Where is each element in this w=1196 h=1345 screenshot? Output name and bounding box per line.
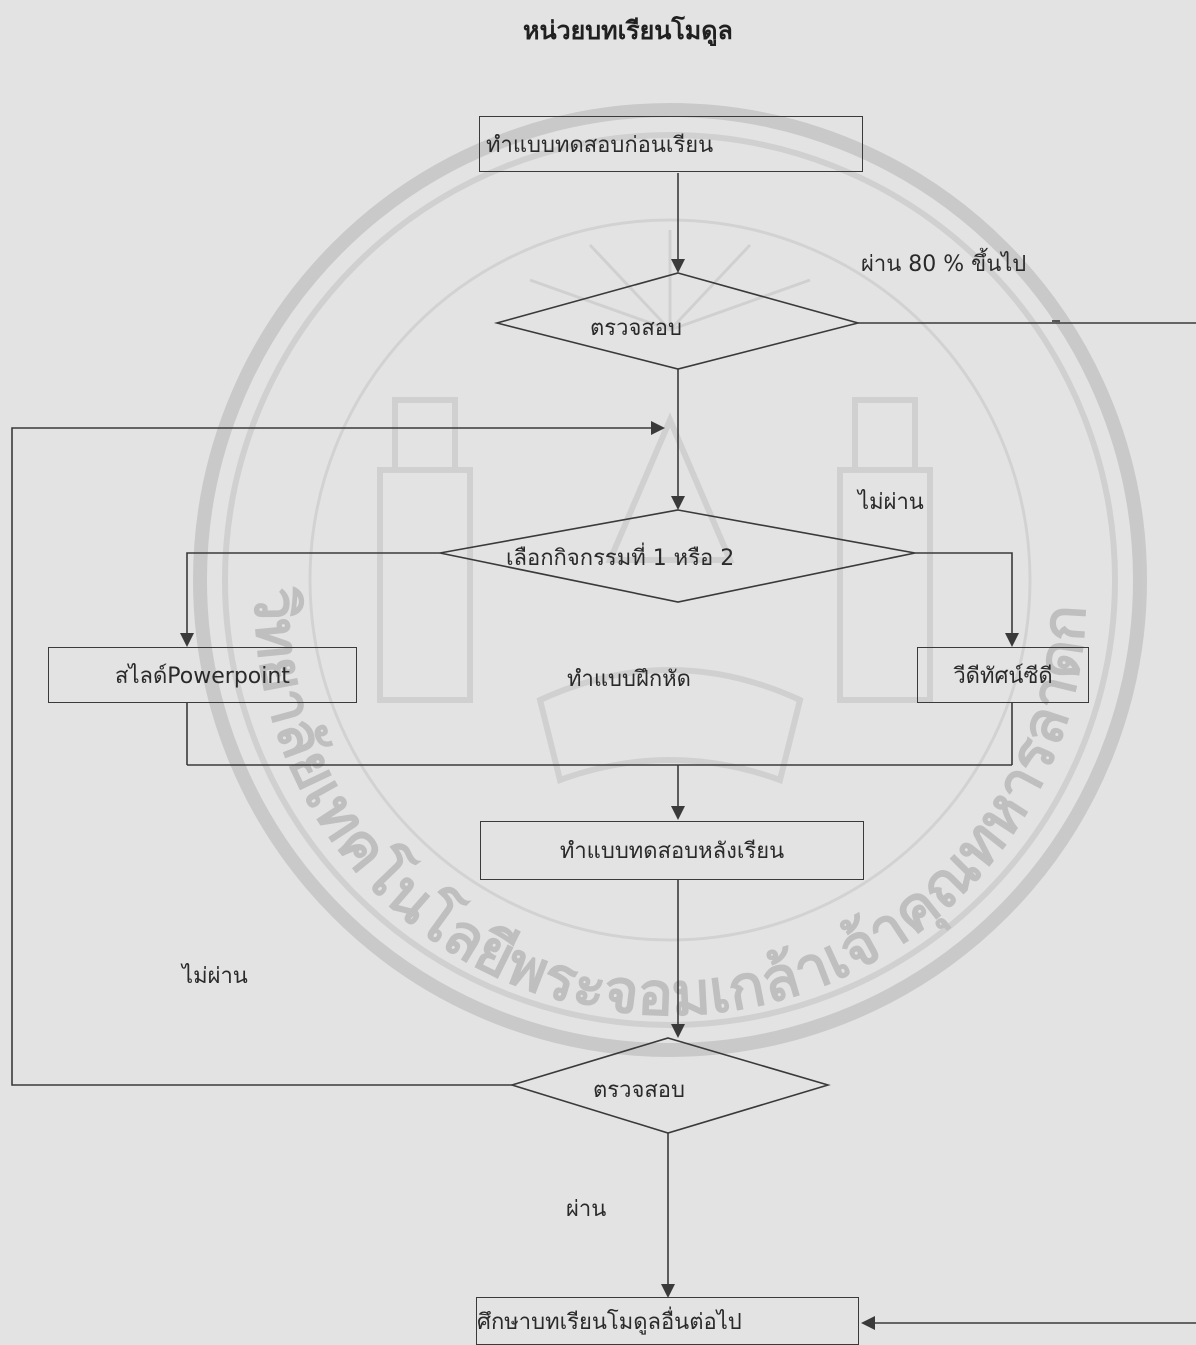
decision-check-1 [493, 272, 862, 370]
fail-left-label: ไม่ผ่าน [182, 964, 248, 989]
node-pretest: ทำแบบทดสอบก่อนเรียน [479, 116, 863, 172]
node-slides: สไลด์Powerpoint [48, 647, 357, 703]
connectors [11, 173, 1196, 1330]
choose-activity-label: เลือกกิจกรรมที่ 1 หรือ 2 [506, 546, 735, 571]
decision-choose-activity [439, 509, 916, 603]
node-posttest-label: ทำแบบทดสอบหลังเรียน [559, 839, 785, 864]
node-vcd-label: วีดีทัศน์ซีดี [953, 663, 1053, 689]
node-next-label: ศึกษาบทเรียนโมดูลอื่นต่อไป [477, 1309, 742, 1335]
page-title: หน่วยบทเรียนโมดูล [523, 16, 733, 45]
node-vcd: วีดีทัศน์ซีดี [917, 647, 1089, 703]
node-next-module: ศึกษาบทเรียนโมดูลอื่นต่อไป [476, 1297, 859, 1345]
check-1-label: ตรวจสอบ [590, 316, 682, 341]
check-2-label: ตรวจสอบ [593, 1078, 685, 1103]
decision-check-2 [509, 1037, 831, 1134]
pass-80-label: ผ่าน 80 % ขึ้นไป [861, 252, 1027, 277]
node-posttest: ทำแบบทดสอบหลังเรียน [480, 821, 864, 880]
fail-top-label: ไม่ผ่าน [858, 490, 924, 515]
exercise-label: ทำแบบฝึกหัด [567, 667, 691, 692]
pass-label: ผ่าน [566, 1197, 607, 1222]
node-slides-label: สไลด์Powerpoint [115, 663, 290, 689]
arrow-choose-to-vcd [915, 552, 1019, 647]
node-pretest-label: ทำแบบทดสอบก่อนเรียน [486, 132, 714, 158]
arrow-choose-to-slides [180, 552, 440, 647]
arrow-fail-loop [11, 421, 665, 1086]
